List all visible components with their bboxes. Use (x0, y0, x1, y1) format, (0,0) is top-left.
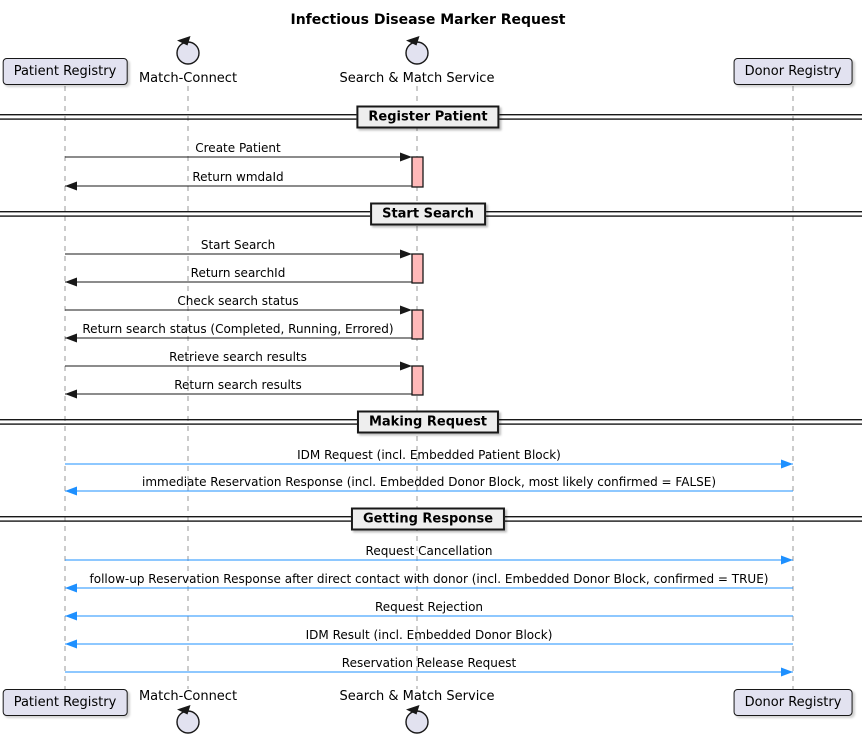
section-divider-label: Getting Response (350, 507, 506, 531)
message-arrowhead (781, 667, 793, 677)
message-label: Retrieve search results (169, 350, 307, 364)
control-icon-arrow (177, 705, 191, 715)
message-arrowhead (400, 249, 412, 259)
control-icon-arrow (406, 36, 420, 46)
message-label: Check search status (177, 294, 299, 308)
participant-label: Search & Match Service (339, 71, 495, 86)
section-divider-label: Register Patient (356, 105, 500, 129)
message-arrowhead (65, 639, 77, 649)
participant-label: Match-Connect (138, 689, 238, 704)
message-arrowhead (65, 333, 77, 343)
control-icon-arrow (406, 705, 420, 715)
activation-bar (411, 253, 424, 284)
participant-box: Patient Registry (2, 689, 128, 716)
message-arrowhead (65, 181, 77, 191)
section-divider-label: Making Request (356, 410, 500, 434)
message-label: Return searchId (190, 266, 286, 280)
message-arrowhead (65, 389, 77, 399)
participant-box: Donor Registry (733, 689, 853, 716)
diagram-title: Infectious Disease Marker Request (290, 12, 566, 28)
message-arrowhead (781, 459, 793, 469)
message-label: Create Patient (195, 141, 281, 155)
message-arrowhead (400, 361, 412, 371)
message-arrowhead (65, 486, 77, 496)
participant-box: Patient Registry (2, 58, 128, 85)
activation-bar (411, 309, 424, 340)
message-label: Return wmdaId (192, 170, 284, 184)
message-arrowhead (65, 611, 77, 621)
message-label: IDM Request (incl. Embedded Patient Bloc… (297, 448, 561, 462)
message-arrowhead (400, 305, 412, 315)
message-label: Return search results (174, 378, 302, 392)
participant-label: Search & Match Service (339, 689, 495, 704)
message-label: immediate Reservation Response (incl. Em… (141, 475, 717, 489)
section-divider-label: Start Search (370, 202, 486, 226)
message-arrowhead (65, 583, 77, 593)
participant-label: Match-Connect (138, 71, 238, 86)
message-label: IDM Result (incl. Embedded Donor Block) (305, 628, 553, 642)
activation-bar (411, 365, 424, 396)
message-label: Request Cancellation (365, 544, 493, 558)
control-icon-arrow (177, 36, 191, 46)
message-arrowhead (400, 152, 412, 162)
message-label: follow-up Reservation Response after dir… (89, 572, 769, 586)
message-label: Return search status (Completed, Running… (82, 322, 394, 336)
message-label: Reservation Release Request (341, 656, 517, 670)
message-label: Request Rejection (374, 600, 484, 614)
message-arrowhead (781, 555, 793, 565)
message-label: Start Search (200, 238, 276, 252)
participant-box: Donor Registry (733, 58, 853, 85)
message-arrowhead (65, 277, 77, 287)
activation-bar (411, 156, 424, 188)
